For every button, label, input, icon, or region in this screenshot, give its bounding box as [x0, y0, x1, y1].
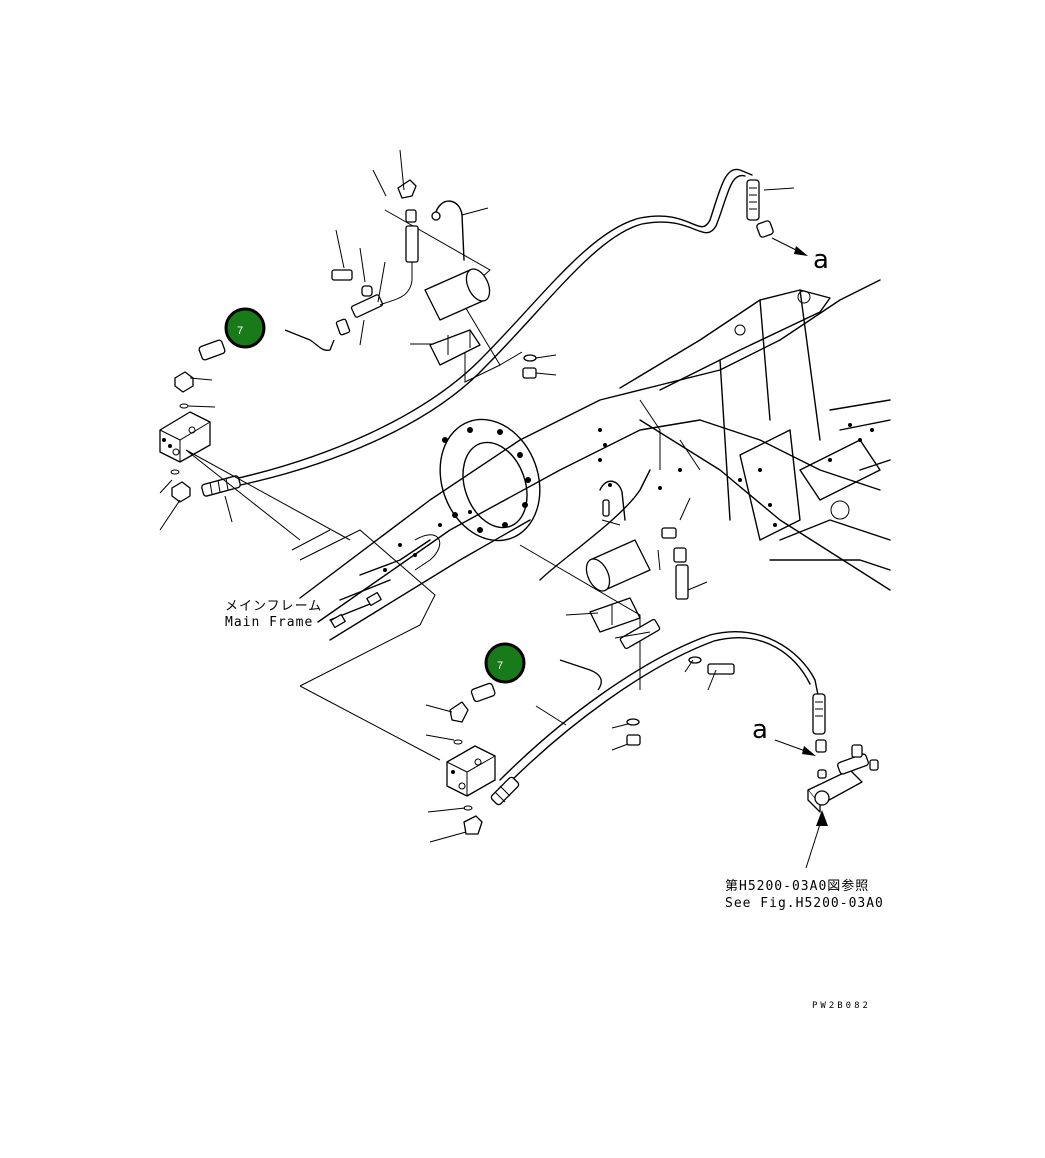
main-frame-label-jp: メインフレーム [225, 599, 322, 614]
reference-arrow-bottom: a [752, 715, 816, 756]
lower-bracket-group [519, 480, 735, 746]
axle-flange [439, 418, 541, 542]
arrow-label-a-bottom: a [752, 715, 768, 745]
see-fig-label-en: See Fig.H5200-03A0 [725, 896, 884, 911]
callout-7-upper[interactable]: 7 [224, 307, 266, 349]
reference-arrow-top: a [771, 237, 829, 275]
see-fig-arrow-head [816, 810, 828, 826]
main-frame-label-en: Main Frame [225, 615, 313, 630]
callout-number: 7 [497, 660, 503, 672]
upper-bracket-group [331, 179, 537, 383]
cylinder-bottom [585, 539, 651, 592]
leader-lines [159, 149, 823, 869]
callout-number: 7 [237, 325, 243, 337]
lower-beam [329, 510, 472, 629]
callout-badge[interactable] [484, 642, 526, 684]
upper-pipe [229, 168, 774, 487]
arrow-label-a-top: a [813, 245, 829, 275]
cylinder-top [424, 268, 491, 321]
see-fig-label-jp: 第H5200-03A0図参照 [725, 878, 869, 894]
upper-valve-block [159, 294, 384, 541]
drawing-code: PW2B082 [812, 1001, 871, 1011]
lower-valve-block [299, 529, 520, 835]
main-frame [299, 279, 891, 641]
tee-fitting [807, 739, 879, 813]
callout-badge[interactable] [224, 307, 266, 349]
callout-7-lower[interactable]: 7 [484, 642, 526, 684]
lower-pipe [499, 469, 826, 787]
